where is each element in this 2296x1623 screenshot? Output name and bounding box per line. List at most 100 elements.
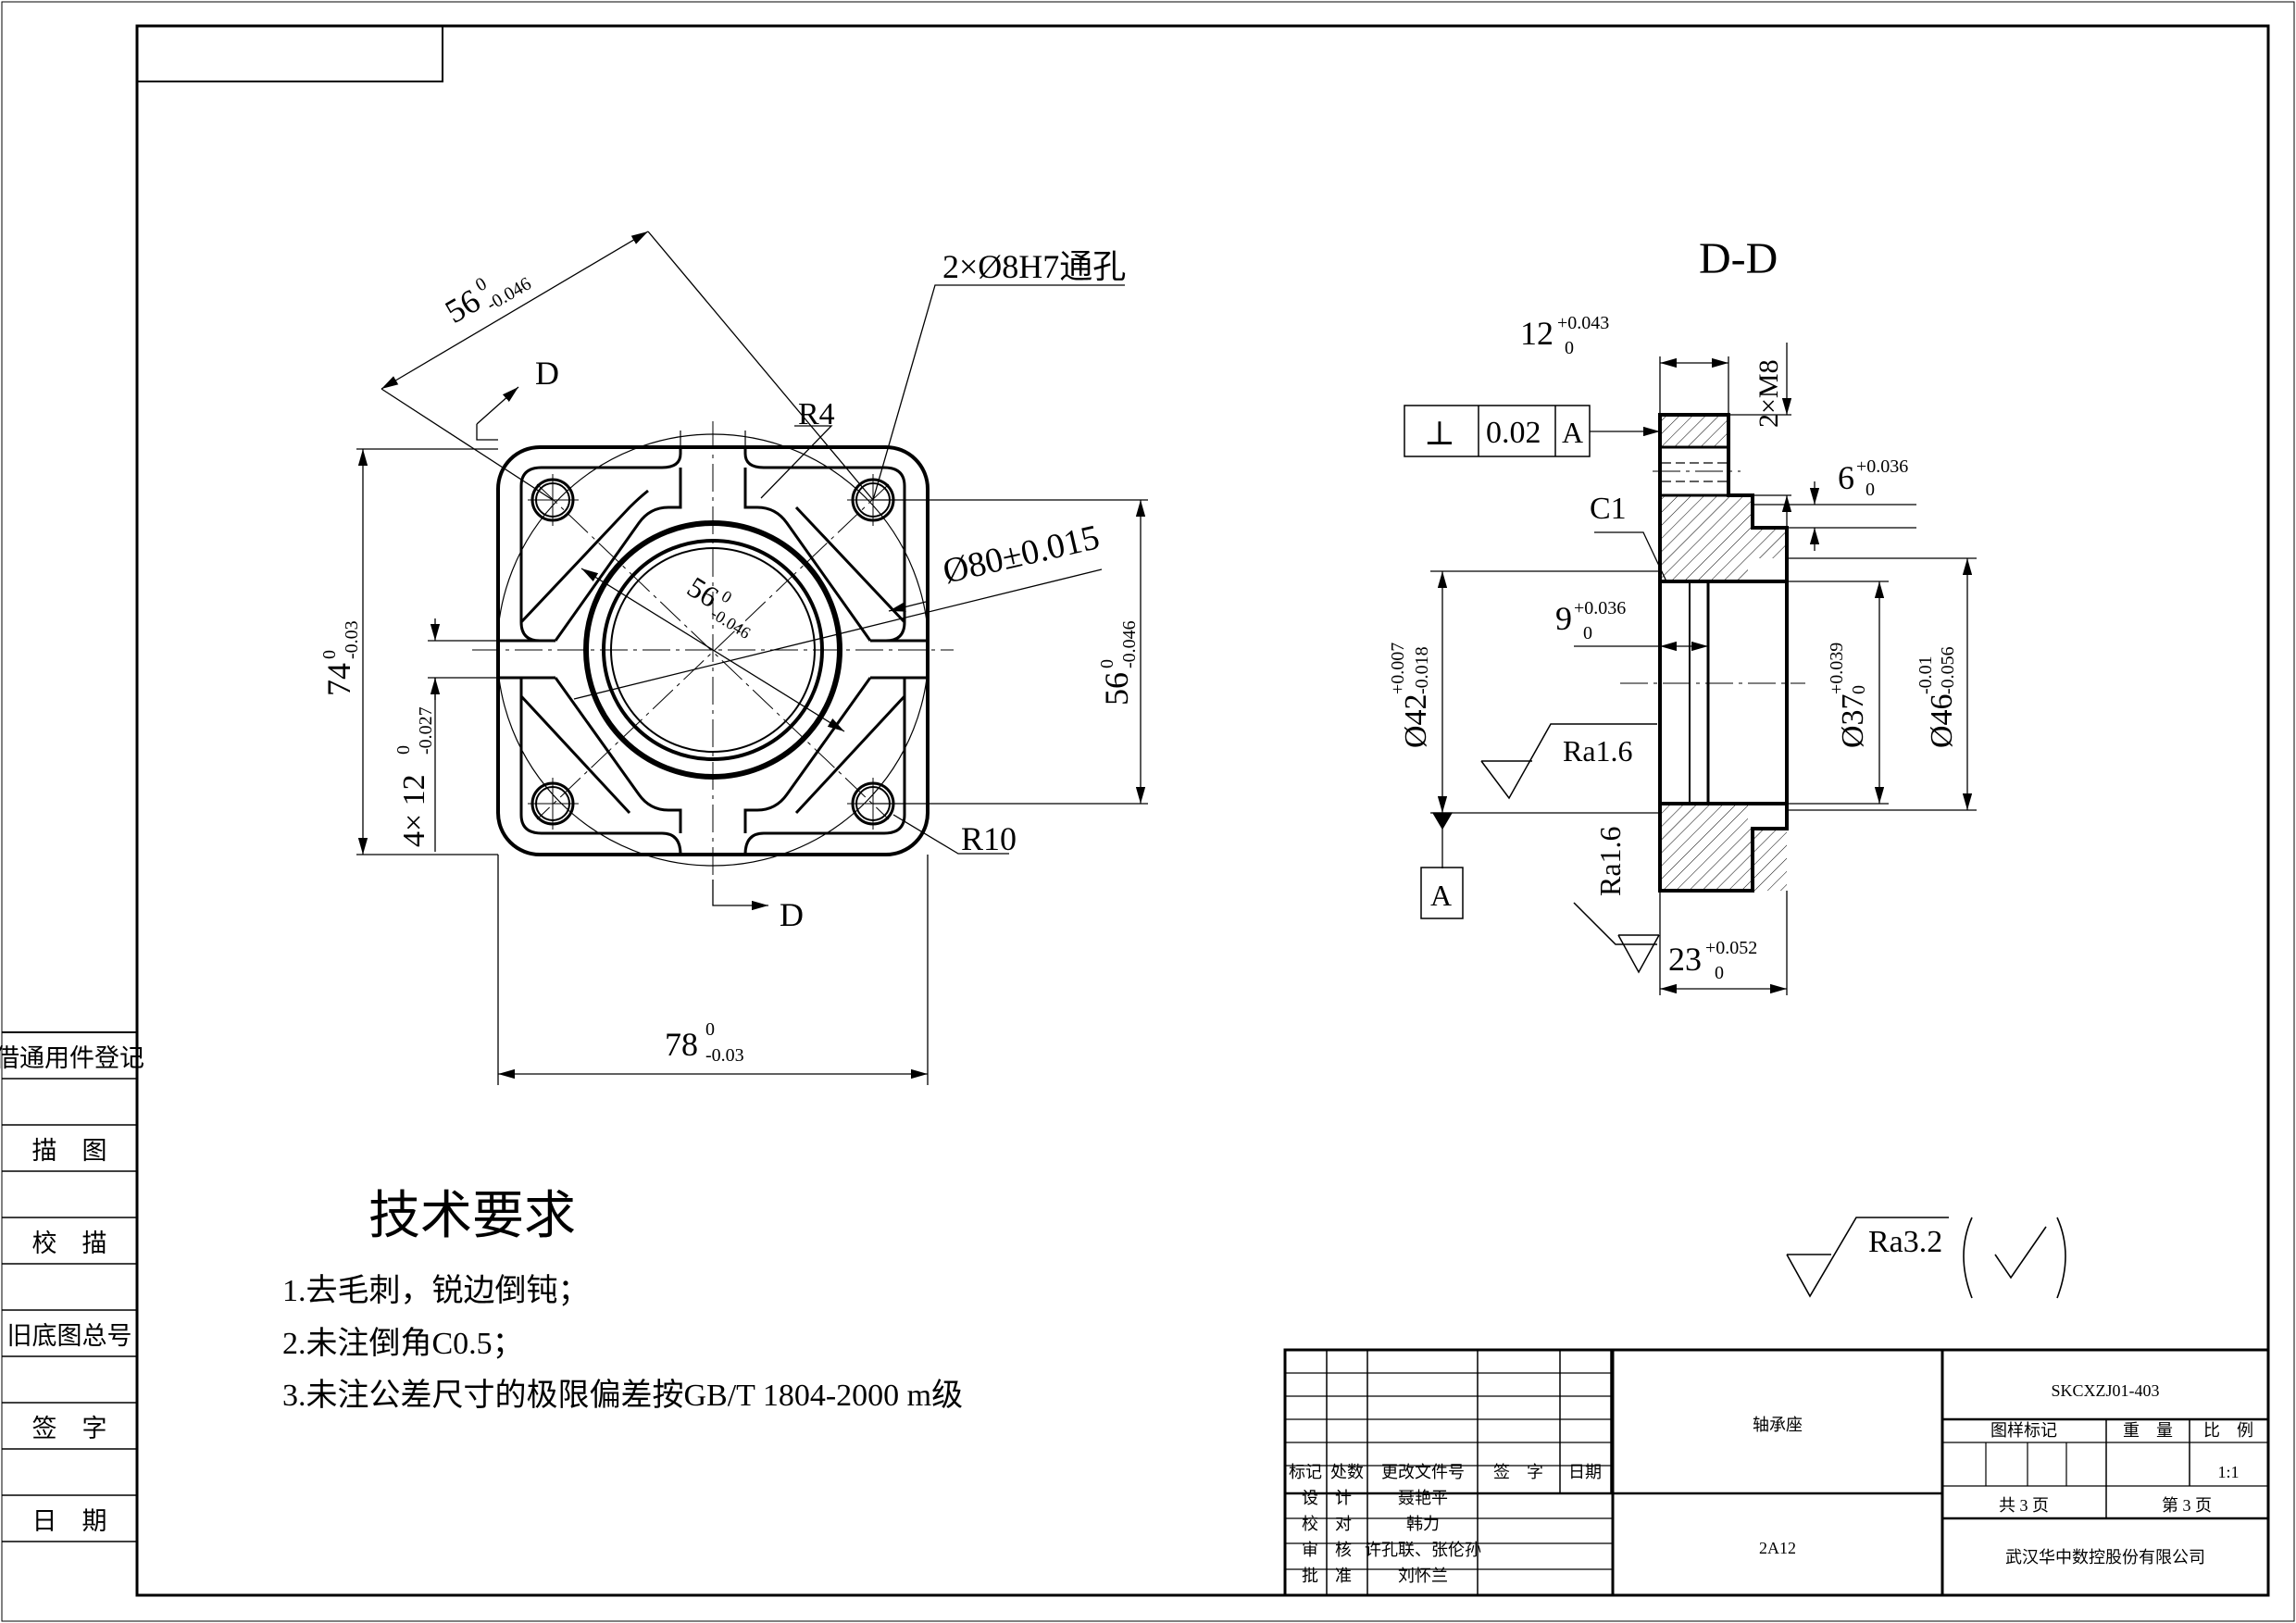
- registry-label: 校 描: [32, 1230, 107, 1257]
- mark-label: 图样标记: [1990, 1421, 2057, 1440]
- tb-header: 日期: [1568, 1463, 1602, 1481]
- section-labels: D-D 12 +0.043 0 2×M8 ⊥ 0.02 A 6 +0.036 0…: [1388, 234, 1959, 983]
- frame-border: [135, 24, 2270, 1597]
- corner-box: [137, 26, 443, 82]
- scale-label: 比 例: [2203, 1421, 2253, 1440]
- title-block: [1283, 1348, 2270, 1597]
- svg-text:0: 0: [705, 1019, 715, 1040]
- gdt-frame: [1404, 405, 1591, 457]
- svg-text:-0.046: -0.046: [707, 604, 754, 643]
- total-sheets: 共 3 页: [1999, 1496, 2049, 1515]
- tb-header: 处数: [1330, 1463, 1364, 1481]
- tech-item: 3.未注公差尺寸的极限偏差按GB/T 1804-2000 m级: [282, 1378, 963, 1413]
- dim-d46: Ø46: [1925, 693, 1959, 748]
- svg-text:+0.052: +0.052: [1705, 938, 1757, 958]
- part-name: 轴承座: [1753, 1416, 1803, 1434]
- svg-text:+0.036: +0.036: [1574, 598, 1626, 618]
- scale-value: 1:1: [2217, 1463, 2239, 1481]
- tech-requirements: 技术要求 1.去毛刺，锐边倒钝； 2.未注倒角C0.5； 3.未注公差尺寸的极限…: [282, 1188, 963, 1413]
- dim-12: 12: [1520, 315, 1554, 352]
- general-roughness-label: Ra3.2: [1868, 1225, 1942, 1259]
- svg-text:+0.036: +0.036: [1856, 456, 1908, 477]
- front-dimensions: [356, 231, 1148, 1085]
- tb-header: 更改文件号: [1381, 1463, 1465, 1481]
- svg-text:-0.046: -0.046: [1119, 620, 1140, 668]
- material: 2A12: [1759, 1539, 1796, 1557]
- svg-text:-0.03: -0.03: [342, 620, 362, 659]
- side-registry: 借通用件登记 描 图 校 描 旧底图总号 签 字 日 期: [0, 1031, 144, 1542]
- svg-text:-0.027: -0.027: [416, 706, 436, 755]
- dim-23: 23: [1668, 941, 1702, 978]
- registry-label: 描 图: [32, 1137, 107, 1165]
- dim-9: 9: [1555, 600, 1572, 637]
- section-title: D-D: [1699, 234, 1778, 283]
- svg-text:-0.046: -0.046: [483, 273, 535, 315]
- svg-text:0: 0: [1866, 480, 1875, 500]
- section-marker-top: D: [535, 355, 559, 392]
- tb-name: 许孔联、张伦孙: [1365, 1541, 1481, 1559]
- svg-text:0: 0: [393, 745, 414, 755]
- svg-text:-0.018: -0.018: [1412, 646, 1432, 694]
- tb-name: 刘怀兰: [1398, 1567, 1448, 1585]
- svg-text:-0.056: -0.056: [1938, 646, 1958, 694]
- sheet-number: 第 3 页: [2162, 1496, 2212, 1515]
- gdt-tolerance: 0.02: [1486, 416, 1541, 450]
- svg-text:0: 0: [472, 273, 491, 295]
- svg-text:0: 0: [319, 650, 340, 659]
- dim-circle-80: Ø80±0.015: [940, 518, 1104, 592]
- svg-text:-0.03: -0.03: [705, 1045, 744, 1066]
- registry-label: 借通用件登记: [0, 1044, 144, 1072]
- dim-6: 6: [1838, 459, 1854, 496]
- front-labels: 56 0 -0.046 2×Ø8H7通孔 D D R4 Ø80±0.015 56…: [319, 248, 1140, 1066]
- general-roughness: [1786, 1217, 2066, 1299]
- roughness-ra16-face: Ra1.6: [1593, 826, 1627, 896]
- dim-78: 78: [665, 1026, 698, 1063]
- chamfer-c1: C1: [1590, 492, 1627, 526]
- tech-title: 技术要求: [368, 1188, 576, 1245]
- svg-text:+0.039: +0.039: [1827, 643, 1847, 694]
- drawing-number: SKCXZJ01-403: [2051, 1381, 2159, 1400]
- gdt-datum: A: [1562, 416, 1583, 449]
- registry-label: 签 字: [32, 1415, 107, 1442]
- svg-text:+0.007: +0.007: [1388, 643, 1408, 694]
- company-name: 武汉华中数控股份有限公司: [2005, 1548, 2205, 1567]
- registry-label: 日 期: [32, 1507, 107, 1535]
- dim-d42: Ø42: [1399, 693, 1433, 748]
- dim-d37: Ø37: [1836, 693, 1870, 748]
- datum-a-label: A: [1430, 879, 1452, 912]
- dim-4x12: 4× 12: [397, 774, 431, 847]
- radius-r10: R10: [961, 820, 1017, 857]
- tech-item: 2.未注倒角C0.5；: [282, 1326, 524, 1361]
- section-marker-bottom: D: [780, 896, 804, 933]
- dim-56-right: 56: [1098, 672, 1135, 705]
- tb-role: 审 核: [1302, 1541, 1352, 1559]
- tb-header: 签 字: [1493, 1463, 1543, 1481]
- datum-box: [1420, 867, 1464, 919]
- dim-74: 74: [320, 663, 357, 696]
- title-block-text: 标记 处数 更改文件号 签 字 日期 设 计 聂艳平 校 对 韩力 审 核 许孔…: [1289, 1381, 2253, 1585]
- tb-role: 校 对: [1302, 1515, 1352, 1533]
- section-dimensions: [1430, 343, 1977, 995]
- svg-text:0: 0: [1097, 659, 1117, 668]
- tb-header: 标记: [1289, 1463, 1322, 1481]
- svg-text:-0.01: -0.01: [1915, 655, 1936, 694]
- holes-note: 2×Ø8H7通孔: [942, 248, 1126, 285]
- svg-text:0: 0: [1565, 338, 1574, 358]
- thread-m8: 2×M8: [1753, 359, 1784, 428]
- tb-role: 批 准: [1302, 1567, 1352, 1585]
- tb-role: 设 计: [1302, 1489, 1352, 1507]
- tb-name: 韩力: [1406, 1515, 1440, 1533]
- front-view: [472, 421, 954, 880]
- tech-item: 1.去毛刺，锐边倒钝；: [282, 1273, 590, 1308]
- weight-label: 重 量: [2123, 1421, 2173, 1440]
- tb-name: 聂艳平: [1398, 1489, 1448, 1507]
- registry-label: 旧底图总号: [7, 1322, 132, 1350]
- svg-text:0: 0: [1715, 963, 1724, 983]
- gdt-symbol: ⊥: [1424, 415, 1455, 452]
- section-view: [1620, 413, 1805, 893]
- svg-text:0: 0: [1849, 685, 1869, 694]
- roughness-ra16-bore: Ra1.6: [1563, 734, 1633, 768]
- svg-text:+0.043: +0.043: [1557, 313, 1609, 333]
